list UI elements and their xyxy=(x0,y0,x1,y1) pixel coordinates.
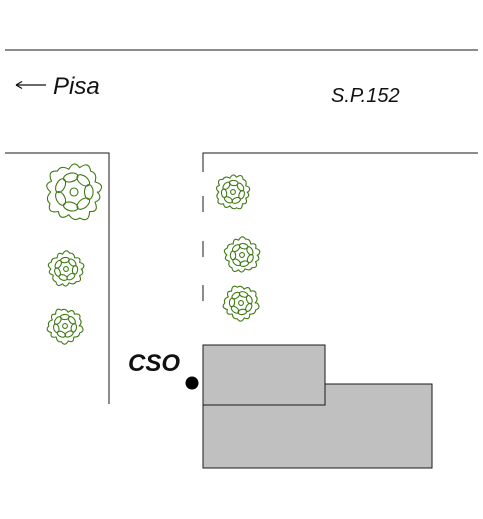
tree-leaf xyxy=(232,258,242,267)
tree-group xyxy=(46,163,261,345)
tree-canopy xyxy=(46,308,84,345)
tree-canopy xyxy=(223,236,261,273)
road-label: S.P.152 xyxy=(331,85,400,107)
tree-leaf xyxy=(71,264,79,275)
tree-canopy xyxy=(215,174,251,210)
tree-leaf xyxy=(55,178,67,193)
tree-leaf xyxy=(54,259,63,269)
tree-trunk xyxy=(69,187,79,197)
tree-icon xyxy=(46,308,84,345)
left-boundary xyxy=(5,152,110,404)
tree-canopy xyxy=(222,285,260,322)
tree-icon xyxy=(223,236,261,273)
tree-trunk xyxy=(230,189,236,195)
tree-leaf xyxy=(222,181,231,191)
tree-leaf xyxy=(55,191,67,206)
tree-trunk xyxy=(62,323,68,329)
direction-label: Pisa xyxy=(53,73,100,100)
tree-icon xyxy=(47,250,85,287)
cso-label: CSO xyxy=(128,350,180,377)
building-upper xyxy=(202,344,326,406)
direction-indicator: Pisa xyxy=(15,73,100,100)
tree-leaf xyxy=(76,174,91,187)
left-arrow-head xyxy=(15,80,23,90)
tree-icon xyxy=(46,163,103,221)
tree-leaf xyxy=(83,184,94,200)
tree-leaf xyxy=(229,250,237,261)
tree-leaf xyxy=(64,330,74,338)
tree-icon xyxy=(222,285,260,322)
right-boundary xyxy=(202,152,478,172)
tree-leaf xyxy=(246,253,254,264)
tree-leaf xyxy=(62,172,79,183)
tree-canopy xyxy=(47,250,85,287)
tree-trunk xyxy=(63,266,69,272)
tree-icon xyxy=(215,174,251,210)
cso-marker xyxy=(185,376,199,390)
tree-leaf xyxy=(223,196,233,204)
tree-trunk xyxy=(239,252,245,258)
tree-leaf xyxy=(245,302,253,312)
tree-trunk xyxy=(238,300,244,306)
tree-leaf xyxy=(53,316,62,325)
tree-leaf xyxy=(231,291,241,300)
tree-canopy xyxy=(46,163,103,221)
